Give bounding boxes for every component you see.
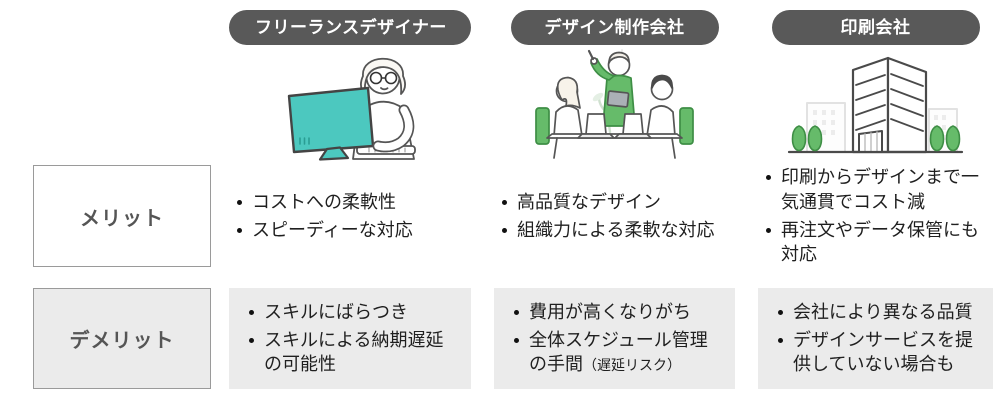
merit-list-design-company: 高品質なデザイン組織力による柔軟な対応 xyxy=(496,187,714,246)
column-design-company-header: デザイン制作会社 xyxy=(494,10,735,45)
merit-cell-freelance: コストへの柔軟性スピーディーな対応 xyxy=(229,165,471,267)
merit-cell-design-company: 高品質なデザイン組織力による柔軟な対応 xyxy=(494,165,735,267)
merit-list-freelance: コストへの柔軟性スピーディーな対応 xyxy=(231,187,413,246)
column-headers: フリーランスデザイナー デザイン制作会社 印刷会社 xyxy=(229,10,993,45)
freelance-designer-illustration xyxy=(229,45,471,161)
column-print-company-header: 印刷会社 xyxy=(758,10,993,45)
bullet-item: 会社により異なる品質 xyxy=(772,300,983,325)
illustrations-row xyxy=(229,45,993,161)
demerit-cell-print-company: 会社により異なる品質デザインサービスを提供していない場合も xyxy=(758,288,993,389)
column-header-pill-design-company: デザイン制作会社 xyxy=(510,10,719,45)
column-header-pill-print-company: 印刷会社 xyxy=(771,10,980,45)
bullet-item: 再注文やデータ保管にも対応 xyxy=(760,218,989,268)
bullet-item: コストへの柔軟性 xyxy=(231,190,413,215)
bullet-item: 全体スケジュール管理の手間（遅延リスク） xyxy=(508,328,725,378)
bullet-item: スキルにばらつき xyxy=(243,300,461,325)
column-header-pill-freelance: フリーランスデザイナー xyxy=(229,10,471,45)
demerit-list-print-company: 会社により異なる品質デザインサービスを提供していない場合も xyxy=(772,297,983,380)
bullet-item: 費用が高くなりがち xyxy=(508,300,725,325)
demerit-list-freelance: スキルにばらつきスキルによる納期遅延の可能性 xyxy=(243,297,461,380)
merit-row: メリット コストへの柔軟性スピーディーな対応 高品質なデザイン組織力による柔軟な… xyxy=(33,165,993,267)
bullet-item: 高品質なデザイン xyxy=(496,190,714,215)
bullet-item-note: （遅延リスク） xyxy=(583,357,681,374)
column-freelance-header: フリーランスデザイナー xyxy=(229,10,471,45)
demerit-cell-freelance: スキルにばらつきスキルによる納期遅延の可能性 xyxy=(229,288,471,389)
bullet-item: スピーディーな対応 xyxy=(231,218,413,243)
bullet-item: 組織力による柔軟な対応 xyxy=(496,218,714,243)
design-team-meeting-illustration xyxy=(494,45,735,161)
bullet-item: デザインサービスを提供していない場合も xyxy=(772,328,983,378)
office-building-illustration xyxy=(758,45,993,161)
demerit-list-design-company: 費用が高くなりがち全体スケジュール管理の手間（遅延リスク） xyxy=(508,297,725,380)
bullet-item: 印刷からデザインまで一気通貫でコスト減 xyxy=(760,165,989,215)
merit-row-label: メリット xyxy=(33,165,211,267)
demerit-cell-design-company: 費用が高くなりがち全体スケジュール管理の手間（遅延リスク） xyxy=(494,288,735,389)
demerit-row: デメリット スキルにばらつきスキルによる納期遅延の可能性 費用が高くなりがち全体… xyxy=(33,288,993,389)
merit-list-print-company: 印刷からデザインまで一気通貫でコスト減再注文やデータ保管にも対応 xyxy=(760,162,989,270)
demerit-row-label: デメリット xyxy=(33,288,211,389)
merit-cell-print-company: 印刷からデザインまで一気通貫でコスト減再注文やデータ保管にも対応 xyxy=(758,165,993,267)
bullet-item: スキルによる納期遅延の可能性 xyxy=(243,328,461,378)
